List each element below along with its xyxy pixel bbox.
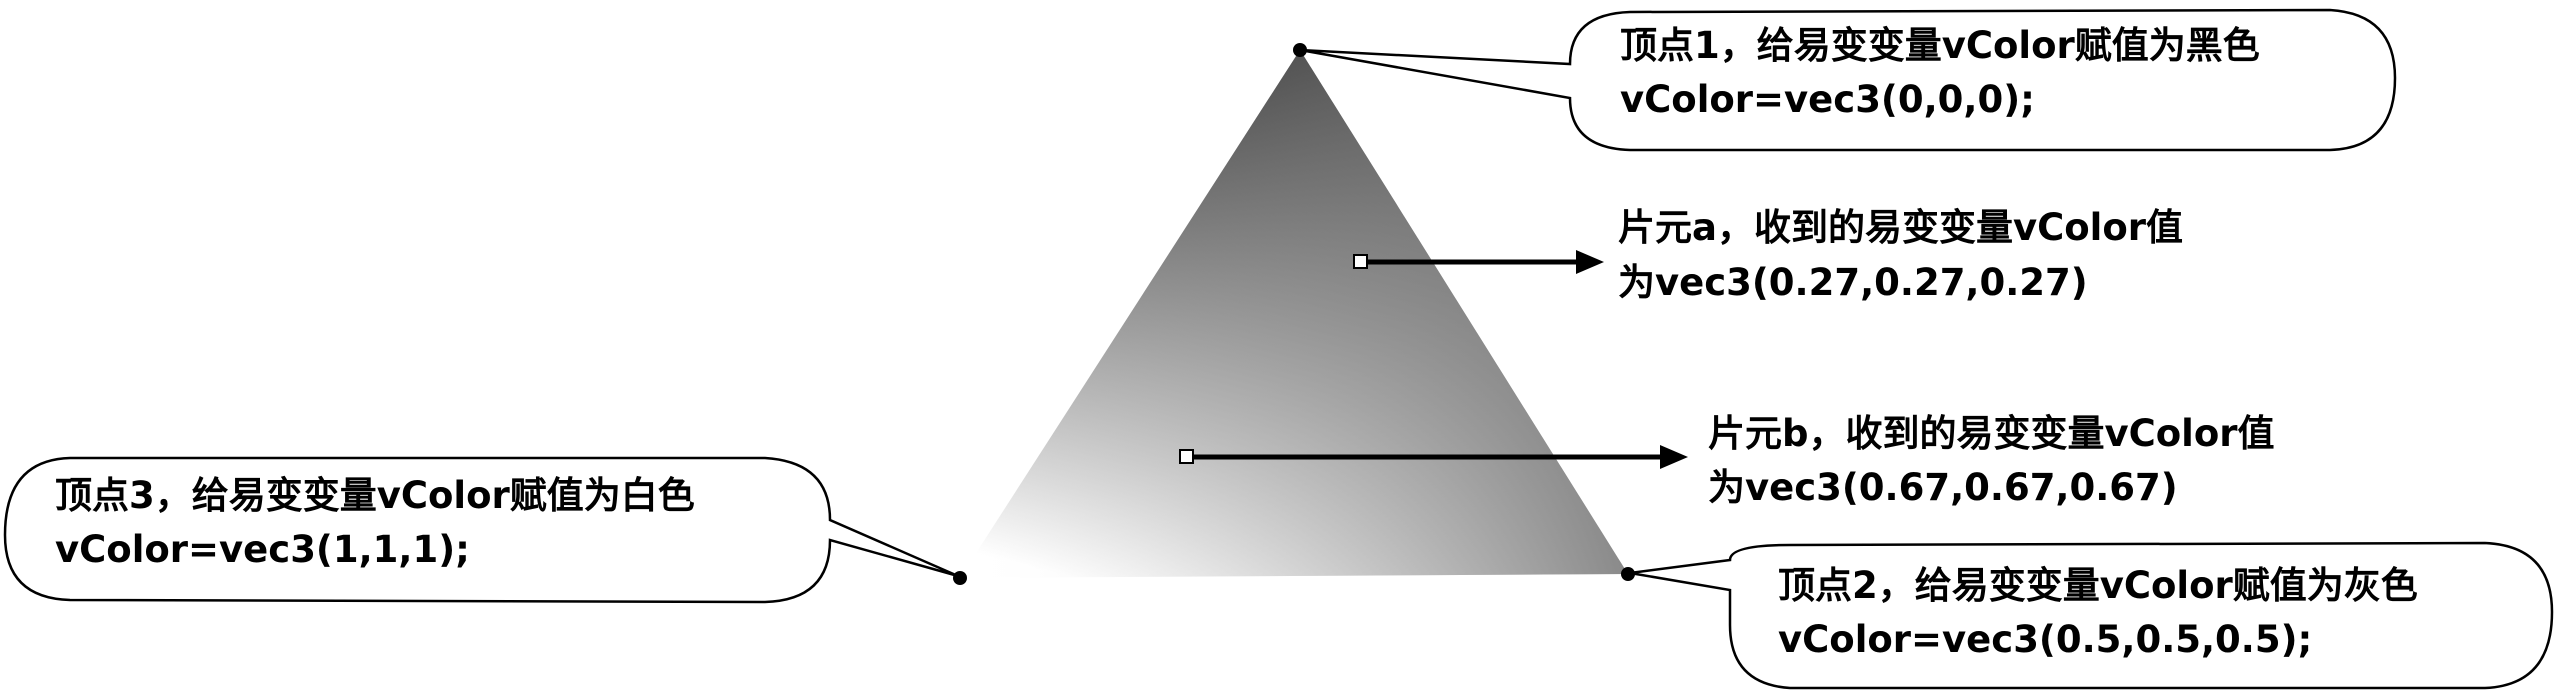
vertex2-label-line1: 顶点2，给易变变量vColor赋值为灰色	[1778, 564, 2418, 607]
fragment-b-pointer	[1179, 445, 1688, 469]
fragment-a-label-line2: 为vec3(0.27,0.27,0.27)	[1618, 261, 2088, 304]
vertex1-bubble	[1299, 8, 2397, 152]
gradient-triangle	[960, 50, 1628, 578]
fragment-a-label-line1: 片元a，收到的易变变量vColor值	[1618, 206, 2183, 249]
fragment-b-marker	[1179, 449, 1194, 464]
vertex3-dot	[953, 571, 967, 585]
fragment-a-pointer	[1353, 250, 1604, 274]
fragment-a-marker	[1353, 254, 1368, 269]
vertex2-bubble	[1629, 541, 2554, 690]
vertex3-label-line2: vColor=vec3(1,1,1);	[55, 528, 470, 571]
vertex2-dot	[1621, 567, 1635, 581]
vertex1-dot	[1293, 43, 1307, 57]
vertex2-label-line2: vColor=vec3(0.5,0.5,0.5);	[1778, 618, 2312, 661]
fragment-b-arrowhead	[1660, 445, 1688, 469]
vertex1-label-line1: 顶点1，给易变变量vColor赋值为黑色	[1620, 24, 2260, 67]
fragment-a-arrowhead	[1576, 250, 1604, 274]
vertex3-bubble	[3, 456, 959, 604]
vertex1-label-line2: vColor=vec3(0,0,0);	[1620, 78, 2035, 121]
vertex3-callout: 顶点3，给易变变量vColor赋值为白色 vColor=vec3(1,1,1);	[3, 456, 959, 604]
fragment-b-label-line1: 片元b，收到的易变变量vColor值	[1708, 412, 2275, 455]
vertex3-label-line1: 顶点3，给易变变量vColor赋值为白色	[55, 474, 695, 517]
fragment-b-label-line2: 为vec3(0.67,0.67,0.67)	[1708, 466, 2178, 509]
vertex1-callout: 顶点1，给易变变量vColor赋值为黑色 vColor=vec3(0,0,0);	[1299, 8, 2397, 152]
vertex2-callout: 顶点2，给易变变量vColor赋值为灰色 vColor=vec3(0.5,0.5…	[1629, 541, 2554, 690]
